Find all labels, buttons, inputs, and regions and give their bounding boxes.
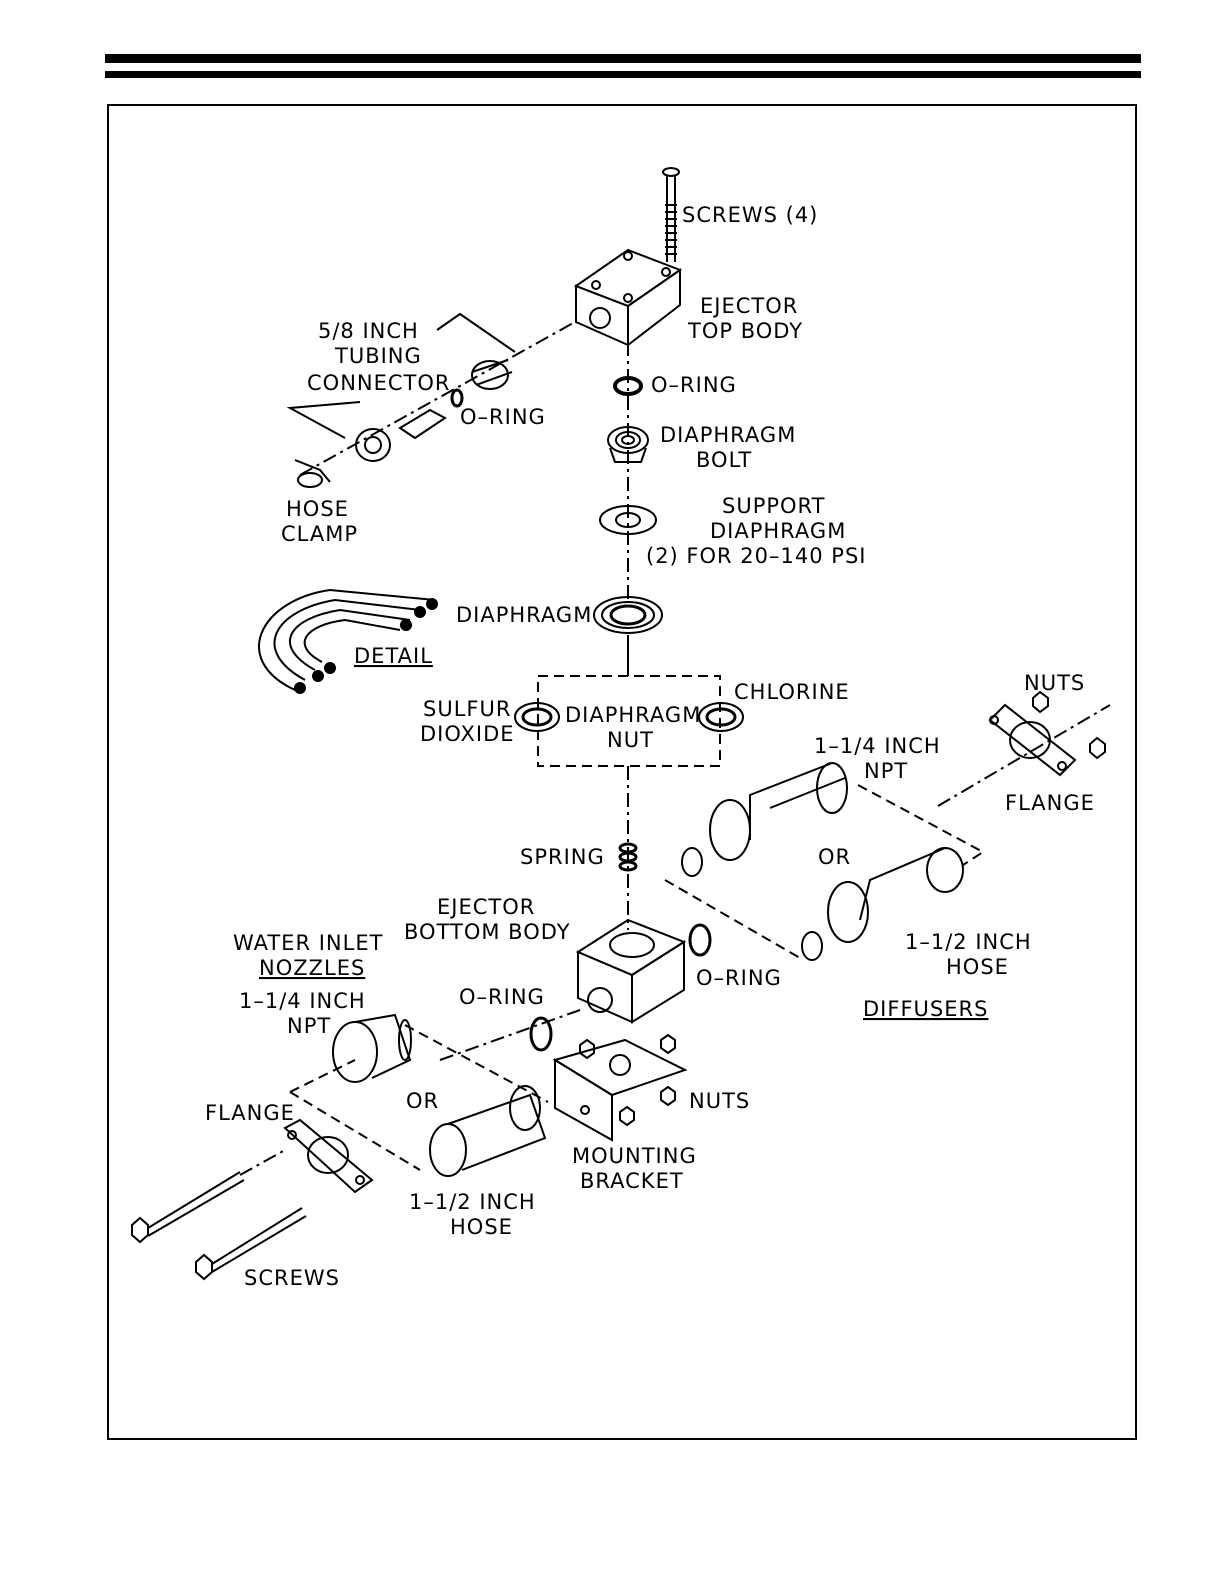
o-ring-icon — [613, 376, 643, 396]
ejector-bottom-body-icon — [575, 918, 687, 1024]
nozzle-hose-icon — [429, 1085, 547, 1177]
label-mounting-2: BRACKET — [580, 1169, 684, 1193]
flange-axis-left — [239, 1149, 286, 1176]
label-npt-right-2: NPT — [864, 759, 908, 783]
nut-icon — [1089, 736, 1106, 760]
label-sulfur-1: SULFUR — [423, 697, 511, 721]
header-rule-thin — [105, 71, 1141, 78]
diaphragm-nut-sulfur-icon — [514, 702, 560, 732]
diaphragm-nut-box — [537, 675, 721, 767]
label-npt-right-1: 1–1/4 INCH — [814, 734, 941, 758]
tubing-axis-line — [299, 321, 576, 476]
label-detail: DETAIL — [354, 644, 433, 668]
label-screws-left: SCREWS — [244, 1266, 340, 1290]
label-hose-left-2: HOSE — [450, 1215, 513, 1239]
diffuser-npt-icon — [681, 762, 848, 877]
hose-clamp-icon — [294, 459, 331, 488]
o-ring-icon — [688, 923, 712, 957]
header-rule-thick — [105, 54, 1141, 63]
label-diaphragm-nut-2: NUT — [607, 728, 654, 752]
label-diaphragm-bolt-2: BOLT — [696, 448, 752, 472]
mounting-bracket-icon — [552, 1038, 688, 1142]
tubing-leader-line — [436, 312, 516, 353]
label-diaphragm-bolt-1: DIAPHRAGM — [660, 423, 796, 447]
label-nuts-right: NUTS — [1024, 671, 1085, 695]
label-o-ring-tubing: O–RING — [460, 405, 546, 429]
nut-icon — [660, 1033, 676, 1055]
label-hose-left-1: 1–1/2 INCH — [409, 1190, 536, 1214]
diaphragm-icon — [593, 596, 663, 634]
nut-icon — [619, 1105, 635, 1127]
o-ring-icon — [529, 1016, 553, 1052]
label-water-inlet-1: WATER INLET — [233, 931, 383, 955]
label-hose-right-2: HOSE — [946, 955, 1009, 979]
label-or-left: OR — [406, 1089, 439, 1113]
spring-icon — [618, 842, 638, 872]
nozzle-axis-line — [439, 1009, 581, 1061]
label-o-ring-bottom-right: O–RING — [696, 966, 782, 990]
flange-axis-right — [937, 704, 1111, 807]
nozzles-dashed-line-lower — [289, 1091, 421, 1171]
label-hose-clamp-1: HOSE — [286, 497, 349, 521]
label-mounting-1: MOUNTING — [572, 1144, 697, 1168]
screw-icon — [662, 167, 680, 262]
diffuser-hose-icon — [801, 847, 964, 961]
label-tubing-3: CONNECTOR — [307, 371, 451, 395]
label-sulfur-2: DIOXIDE — [420, 722, 515, 746]
diaphragm-bolt-icon — [607, 426, 649, 463]
label-ejector-bottom-2: BOTTOM BODY — [404, 920, 571, 944]
label-diaphragm-nut-1: DIAPHRAGM — [565, 703, 701, 727]
nozzles-dashed-line — [289, 1059, 356, 1093]
label-hose-right-1: 1–1/2 INCH — [905, 930, 1032, 954]
figure-frame — [107, 104, 1137, 1440]
label-support-2: DIAPHRAGM — [710, 519, 846, 543]
screw-icon — [195, 1207, 307, 1281]
support-diaphragm-icon — [599, 505, 657, 535]
flange-left-icon — [283, 1118, 374, 1194]
tubing-connector-icon — [355, 359, 513, 462]
label-flange-right: FLANGE — [1005, 791, 1095, 815]
label-nuts-bottom: NUTS — [689, 1089, 750, 1113]
diffusers-dashed-line-lower — [664, 879, 801, 959]
label-ejector-top-1: EJECTOR — [700, 294, 798, 318]
screw-icon — [131, 1171, 245, 1244]
label-support-3: (2) FOR 20–140 PSI — [646, 544, 866, 568]
label-tubing-2: TUBING — [334, 344, 422, 368]
diaphragm-nut-chlorine-icon — [698, 702, 744, 732]
label-ejector-bottom-1: EJECTOR — [437, 895, 535, 919]
tubing-leader-line-lower — [286, 401, 361, 439]
nozzles-dashed-line-upper — [404, 1024, 549, 1103]
nozzle-npt-icon — [332, 1013, 412, 1083]
label-diffusers: DIFFUSERS — [863, 997, 988, 1021]
label-spring: SPRING — [520, 845, 605, 869]
nut-icon — [1032, 690, 1049, 714]
flange-right-icon — [988, 703, 1077, 777]
diaphragm-detail-icon — [258, 588, 438, 694]
diffusers-dashed-line — [857, 784, 985, 866]
label-water-inlet-2: NOZZLES — [259, 956, 365, 980]
label-ejector-top-2: TOP BODY — [687, 319, 803, 343]
label-diaphragm: DIAPHRAGM — [456, 603, 592, 627]
label-hose-clamp-2: CLAMP — [281, 522, 358, 546]
nut-icon — [579, 1038, 595, 1060]
label-npt-left-1: 1–1/4 INCH — [239, 989, 366, 1013]
label-tubing-1: 5/8 INCH — [318, 319, 419, 343]
label-o-ring-bottom-left: O–RING — [459, 985, 545, 1009]
nut-icon — [660, 1085, 676, 1107]
label-chlorine: CHLORINE — [734, 680, 850, 704]
label-o-ring-top: O–RING — [651, 373, 737, 397]
label-screws-4: SCREWS (4) — [682, 203, 818, 227]
label-npt-left-2: NPT — [287, 1014, 331, 1038]
ejector-top-body-icon — [573, 248, 683, 348]
label-support-1: SUPPORT — [722, 494, 825, 518]
label-flange-left: FLANGE — [205, 1101, 295, 1125]
label-or-right: OR — [818, 845, 851, 869]
